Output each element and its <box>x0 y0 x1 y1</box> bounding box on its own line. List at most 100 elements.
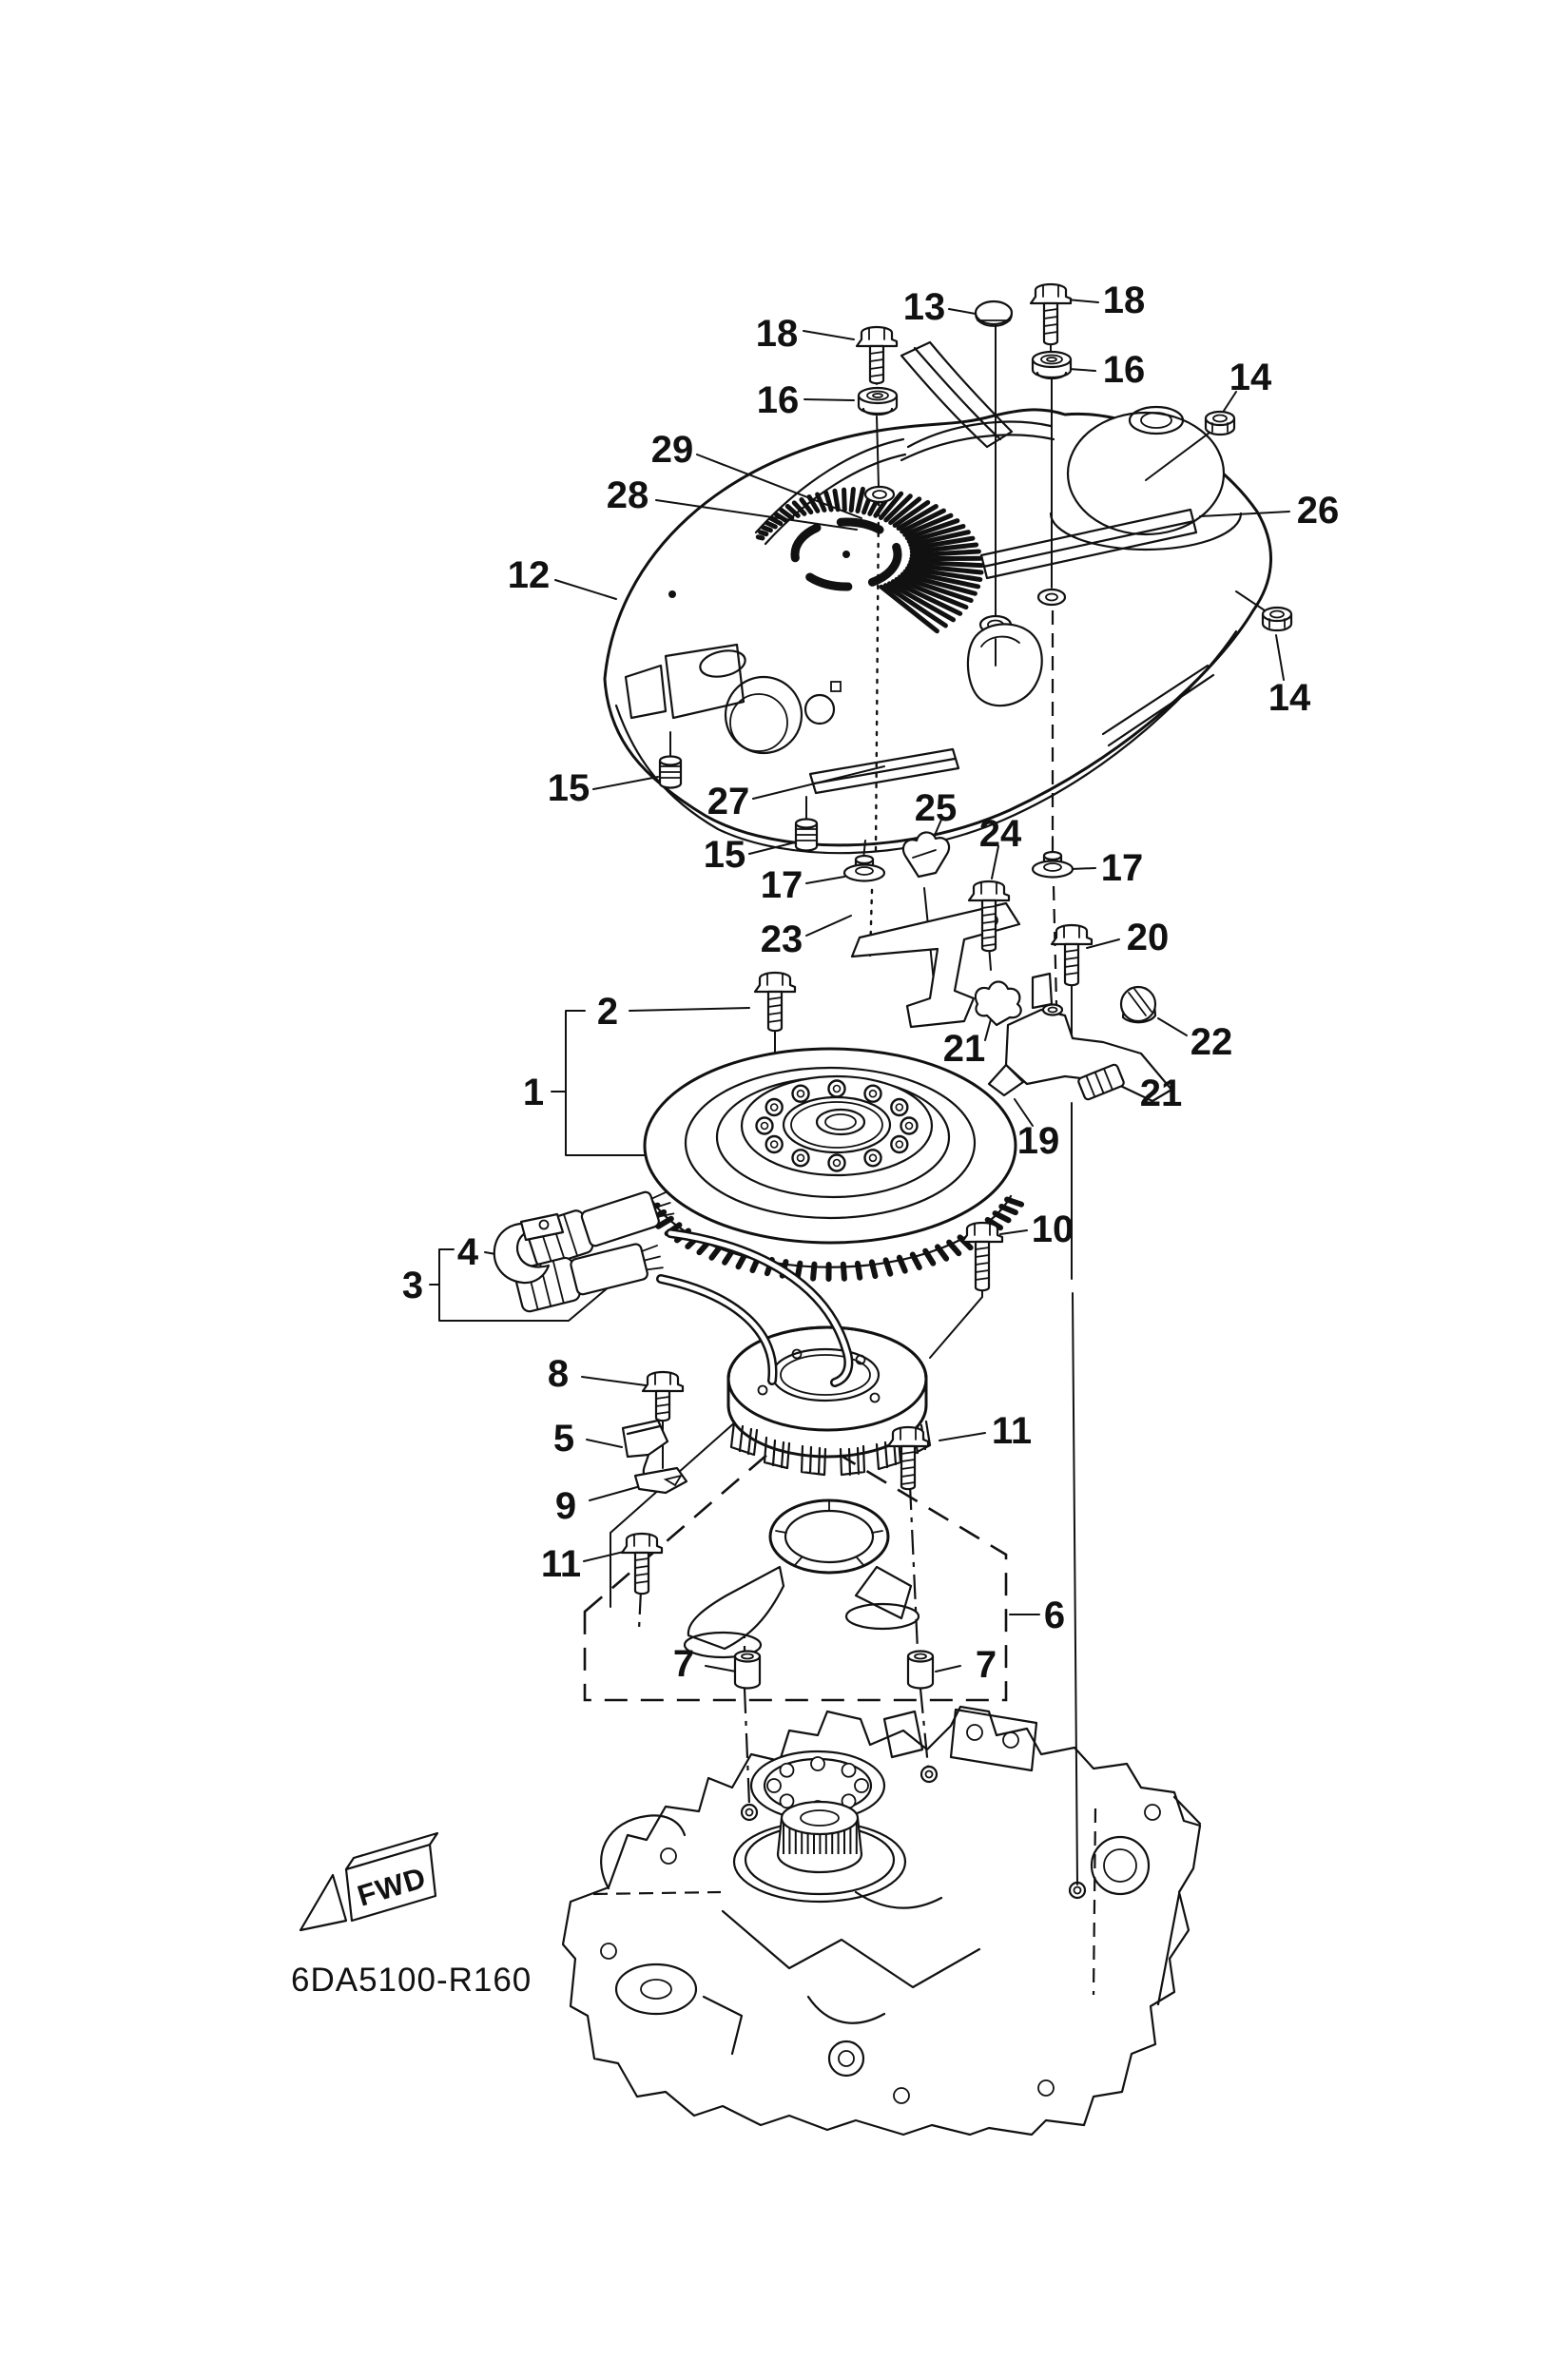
flange-bolt <box>779 1762 795 1778</box>
lever-base <box>1004 1008 1173 1103</box>
arm-left <box>687 1565 785 1651</box>
fin <box>883 493 913 523</box>
callout-6: 6 <box>1044 1595 1065 1636</box>
stator-hole-2 <box>869 1392 881 1403</box>
fin <box>897 574 974 603</box>
callout-24: 24 <box>979 813 1022 855</box>
hub-bolt-inner <box>796 1089 805 1098</box>
fin <box>799 497 814 515</box>
pickup-sensor-group <box>621 1419 688 1495</box>
boss-5 <box>893 2087 910 2104</box>
boss-3 <box>600 1943 617 1960</box>
fwd-plate-top <box>344 1831 439 1871</box>
fin <box>758 530 769 537</box>
fin <box>902 569 981 590</box>
fin <box>906 523 966 544</box>
stator-hole-3 <box>791 1348 803 1360</box>
fin <box>909 549 981 558</box>
hub-bolt-inner <box>832 1084 842 1093</box>
sprocket-top <box>780 1800 860 1836</box>
sprocket-top-inner <box>800 1809 840 1827</box>
hole-b-inner <box>924 1769 934 1779</box>
callout-29: 29 <box>651 429 694 471</box>
flange-bolt <box>766 1778 782 1793</box>
fin <box>888 496 922 526</box>
hub-bolt <box>890 1134 909 1154</box>
fin <box>784 503 801 518</box>
grommet-15-lower <box>794 818 819 852</box>
flange-bolt <box>854 1778 869 1793</box>
stator-hole-1 <box>757 1384 768 1396</box>
fin <box>908 530 971 548</box>
center-hole <box>815 1108 866 1136</box>
callout-16-left: 16 <box>757 379 800 421</box>
pad-left <box>683 1631 763 1659</box>
lever-washer-hole <box>1047 1006 1058 1014</box>
bracket-body <box>850 901 1021 1029</box>
thumb-nut-22 <box>1119 985 1157 1024</box>
fin <box>855 486 865 514</box>
flywheel <box>640 1047 1025 1282</box>
connector-pins <box>650 1190 675 1218</box>
cover-handle <box>900 340 1014 449</box>
callout-23: 23 <box>761 918 803 960</box>
cyl-bottom-left <box>614 1963 698 2016</box>
fin <box>909 542 979 554</box>
damper-7-right <box>906 1650 935 1690</box>
hub-bolt-inner <box>760 1121 769 1131</box>
hub-plate-inner <box>790 1101 883 1149</box>
grommet-15-upper <box>658 755 683 789</box>
boss-left-hole <box>872 490 887 499</box>
callout-13: 13 <box>903 286 946 328</box>
port-right <box>1090 1835 1151 1896</box>
callout-18-top-left: 18 <box>756 313 799 355</box>
callout-22: 22 <box>1191 1021 1233 1063</box>
hub-bolt-inner <box>832 1158 842 1168</box>
washer-17-left <box>842 854 886 882</box>
round-opening <box>724 675 803 755</box>
boss-left <box>863 485 896 504</box>
dome-opening-inner <box>1140 412 1172 429</box>
clamp-body <box>901 831 951 879</box>
callout-26: 26 <box>1297 490 1340 532</box>
callout-27: 27 <box>707 781 750 822</box>
hub-bolt <box>900 1116 919 1135</box>
axis-lines-dashdot <box>637 1484 930 1806</box>
fin <box>842 487 847 512</box>
hub-bolt <box>827 1079 846 1098</box>
fin <box>832 488 841 512</box>
hub-bolt-inner <box>904 1121 914 1131</box>
callout-3: 3 <box>402 1265 423 1306</box>
wire-clamp-25 <box>901 831 951 879</box>
vent-center-dot <box>842 551 850 558</box>
callout-28: 28 <box>607 474 649 516</box>
hub-bolt-inner <box>868 1153 878 1163</box>
vent-slot-ring <box>790 517 902 591</box>
fin <box>879 584 939 634</box>
bolt-11-left <box>620 1532 664 1595</box>
callout-16-right: 16 <box>1103 349 1146 391</box>
boss-2 <box>1144 1804 1161 1821</box>
pad-right <box>844 1602 920 1631</box>
seal-strip-26 <box>979 508 1198 580</box>
fin <box>779 507 795 521</box>
grommet-16-right <box>1031 350 1073 380</box>
arm-right <box>854 1565 913 1620</box>
holder-clip <box>493 1222 551 1285</box>
fin <box>900 571 978 596</box>
cover-openings <box>624 643 745 720</box>
callout-8: 8 <box>548 1353 569 1395</box>
callout-10: 10 <box>1032 1209 1074 1250</box>
bolt-18-top-left <box>855 325 899 385</box>
fin <box>768 515 784 527</box>
holder-hole <box>538 1219 550 1230</box>
bolt-2 <box>753 971 797 1033</box>
cable-upper-inner <box>668 1230 851 1385</box>
callout-7-left: 7 <box>673 1643 694 1685</box>
seal-strip-27 <box>808 747 960 795</box>
base-bracket-6 <box>683 1499 920 1659</box>
callout-7-right: 7 <box>976 1644 997 1686</box>
fin <box>886 581 957 623</box>
hub-bolt <box>863 1149 882 1168</box>
